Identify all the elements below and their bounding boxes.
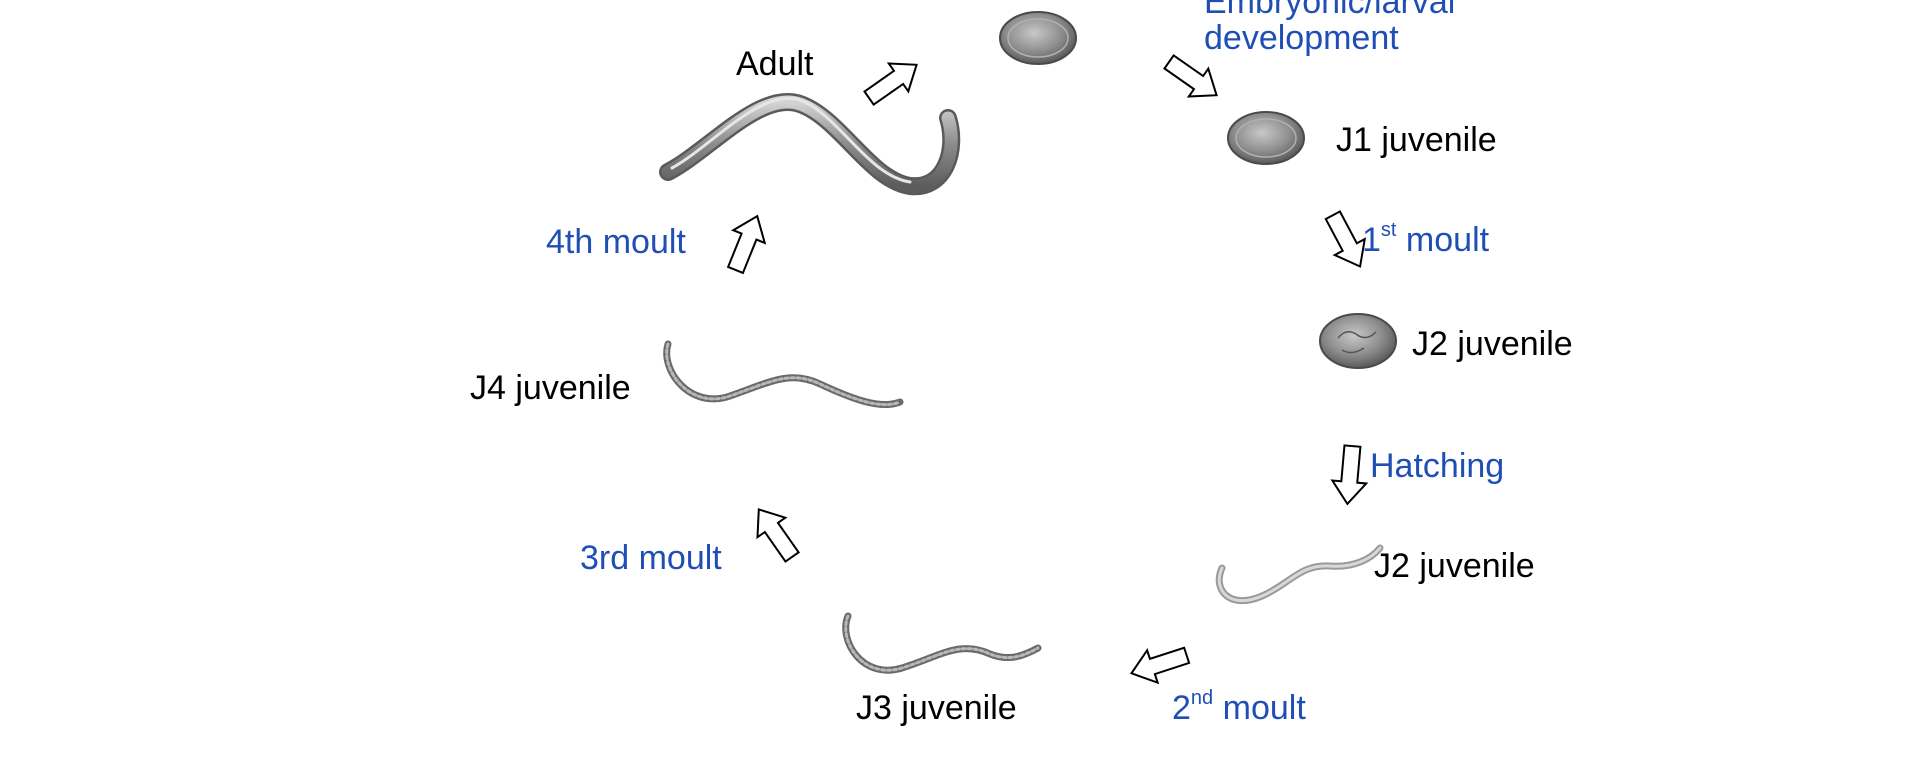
label-j4-juvenile: J4 juvenile: [470, 370, 631, 406]
moult2-text: moult: [1213, 689, 1306, 727]
worm-j3: [846, 616, 1038, 670]
label-1st-moult: 1st moult: [1362, 222, 1489, 258]
arrow-j3-to-j4: [745, 500, 806, 567]
label-j3-juvenile: J3 juvenile: [856, 690, 1017, 726]
arrow-hatching: [1330, 445, 1369, 506]
moult1-text: moult: [1396, 221, 1489, 259]
label-j2-juvenile-egg: J2 juvenile: [1412, 326, 1573, 362]
label-adult: Adult: [736, 46, 814, 82]
arrow-j2-to-j3: [1126, 639, 1192, 689]
arrow-j4-to-adult: [720, 210, 773, 277]
moult1-number: 1: [1362, 221, 1381, 259]
worm-j2-hatched: [1219, 548, 1380, 601]
label-hatching: Hatching: [1370, 448, 1504, 484]
label-j2-juvenile-hatched: J2 juvenile: [1374, 548, 1535, 584]
egg-j2: [1320, 314, 1396, 368]
worm-j4: [667, 344, 900, 405]
egg-top: [1000, 12, 1076, 64]
label-j1-juvenile: J1 juvenile: [1336, 122, 1497, 158]
arrow-egg-to-j1: [1159, 48, 1226, 109]
label-4th-moult: 4th moult: [546, 224, 686, 260]
moult2-ordinal: nd: [1191, 687, 1213, 709]
moult1-ordinal: st: [1381, 219, 1397, 241]
worm-adult: [668, 98, 951, 186]
moult2-number: 2: [1172, 689, 1191, 727]
label-3rd-moult: 3rd moult: [580, 540, 722, 576]
label-embryonic-larval-development: Embryonic/larval development: [1204, 0, 1504, 56]
arrow-adult-to-egg: [859, 51, 926, 112]
egg-j1: [1228, 112, 1304, 164]
label-2nd-moult: 2nd moult: [1172, 690, 1306, 726]
